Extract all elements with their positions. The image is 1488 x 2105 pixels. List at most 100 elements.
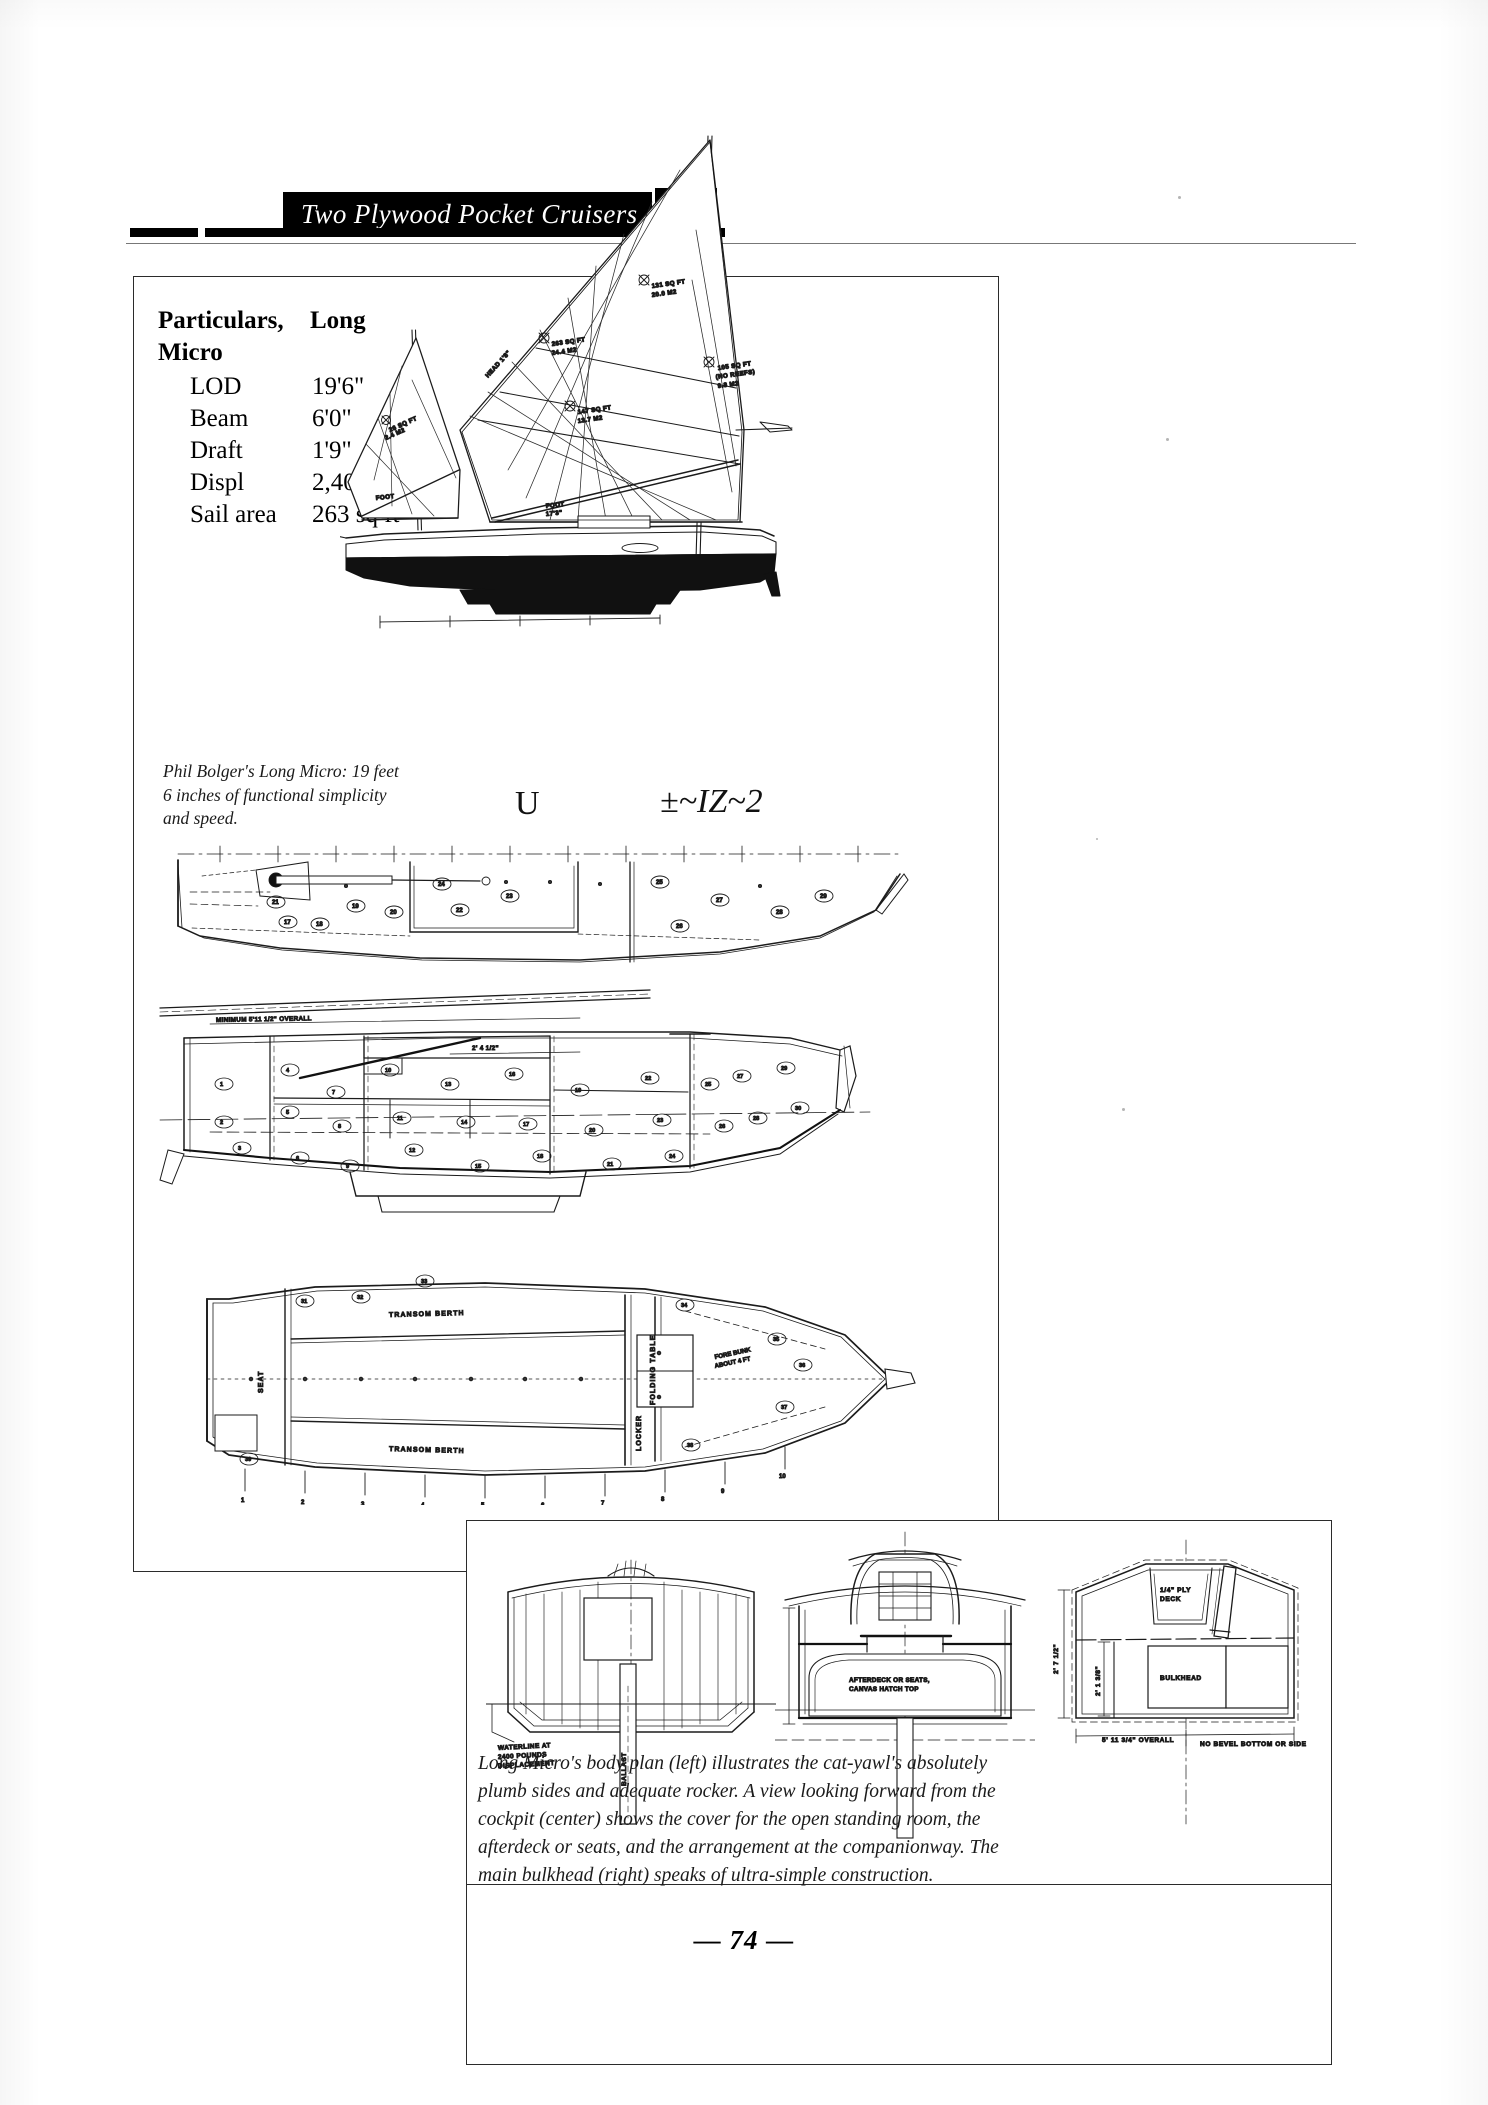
particulars-value: 19'6" — [312, 373, 365, 400]
particulars-key: Sail area — [190, 501, 277, 528]
particulars-key: LOD — [190, 373, 242, 400]
svg-text:1: 1 — [241, 1498, 245, 1504]
scan-artifact-glyph-left: U — [515, 785, 540, 822]
svg-text:18: 18 — [537, 1154, 543, 1160]
scan-speck — [1096, 838, 1098, 840]
scan-artifact-glyph-right: ±~IZ~2 — [660, 783, 763, 820]
svg-text:3: 3 — [361, 1502, 365, 1505]
svg-text:27: 27 — [716, 898, 723, 904]
table-row: LOD 19'6" — [190, 371, 458, 403]
svg-text:SEAT: SEAT — [258, 1370, 265, 1393]
svg-text:17: 17 — [284, 920, 291, 926]
svg-text:24: 24 — [438, 882, 445, 888]
scan-speck — [1178, 196, 1181, 199]
svg-text:TRANSOM BERTH: TRANSOM BERTH — [389, 1446, 465, 1455]
svg-text:35: 35 — [773, 1337, 779, 1343]
svg-text:26: 26 — [676, 924, 683, 930]
svg-text:2' 4 1/2": 2' 4 1/2" — [472, 1045, 499, 1052]
svg-text:20: 20 — [589, 1128, 595, 1134]
svg-text:16: 16 — [509, 1072, 515, 1078]
svg-text:21: 21 — [607, 1162, 613, 1168]
svg-text:14: 14 — [461, 1120, 468, 1126]
svg-text:30: 30 — [795, 1106, 801, 1112]
svg-text:22: 22 — [456, 908, 463, 914]
svg-text:20: 20 — [390, 910, 397, 916]
svg-text:BULKHEAD: BULKHEAD — [1160, 1675, 1202, 1682]
svg-text:25: 25 — [656, 880, 663, 886]
svg-text:28: 28 — [753, 1116, 759, 1122]
svg-text:28: 28 — [776, 910, 783, 916]
svg-text:9: 9 — [721, 1489, 725, 1495]
svg-text:TRANSOM BERTH: TRANSOM BERTH — [389, 1310, 465, 1319]
svg-text:NO BEVEL BOTTOM OR SIDE: NO BEVEL BOTTOM OR SIDE — [1200, 1741, 1307, 1748]
svg-text:12: 12 — [409, 1148, 415, 1154]
svg-text:WATERLINE AT: WATERLINE AT — [498, 1742, 551, 1752]
svg-text:2' 7 1/2": 2' 7 1/2" — [1053, 1644, 1060, 1674]
svg-text:19: 19 — [352, 904, 359, 910]
svg-text:11: 11 — [397, 1116, 403, 1122]
svg-text:22: 22 — [645, 1076, 651, 1082]
svg-text:DISPLACEMENT: DISPLACEMENT — [498, 1760, 555, 1770]
svg-text:2400 POUNDS: 2400 POUNDS — [498, 1751, 548, 1761]
svg-text:29: 29 — [781, 1066, 787, 1072]
particulars-key: Draft — [190, 437, 243, 464]
particulars-key: Beam — [190, 405, 249, 432]
svg-text:29: 29 — [820, 894, 827, 900]
svg-text:4: 4 — [421, 1503, 425, 1505]
particulars-heading: Particulars,Long Micro — [158, 305, 458, 369]
svg-text:13: 13 — [445, 1082, 451, 1088]
header-rule-right-segment — [205, 228, 725, 237]
main-bulkhead-section: BULKHEAD NO BEVEL BOTTOM OR SIDE 1/4" PL… — [1038, 1534, 1318, 1854]
svg-text:20.0 M2: 20.0 M2 — [651, 289, 677, 299]
svg-text:2: 2 — [220, 1120, 223, 1126]
table-row: Draft 1'9" — [190, 435, 458, 467]
svg-text:LOCKER: LOCKER — [636, 1415, 643, 1451]
body-plan-section: WATERLINE AT 2400 POUNDS DISPLACEMENT BA… — [486, 1536, 776, 1856]
svg-text:19: 19 — [575, 1088, 581, 1094]
svg-text:6: 6 — [541, 1503, 545, 1505]
svg-text:38: 38 — [687, 1443, 693, 1449]
svg-text:FOOT: FOOT — [545, 501, 564, 510]
svg-text:10: 10 — [385, 1068, 391, 1074]
sail-plan-caption: Phil Bolger's Long Micro: 19 feet 6 inch… — [163, 761, 399, 829]
svg-text:39: 39 — [245, 1457, 251, 1463]
scan-speck — [1122, 1108, 1125, 1111]
particulars-value: 1'9" — [312, 437, 352, 464]
arrangement-plan-view: 123 456 789 10 TRANSOM BERTH TRANSOM BER… — [185, 1255, 945, 1505]
header-rule-left-segment — [130, 228, 198, 237]
svg-text:FOLDING TABLE: FOLDING TABLE — [650, 1334, 657, 1405]
svg-text:8: 8 — [338, 1124, 341, 1130]
svg-text:6: 6 — [296, 1156, 299, 1162]
scan-speck — [1166, 438, 1169, 441]
particulars-key: Displ — [190, 469, 245, 496]
svg-text:26: 26 — [719, 1124, 725, 1130]
svg-text:34: 34 — [681, 1303, 688, 1309]
svg-text:37: 37 — [781, 1405, 787, 1411]
svg-text:MINIMUM 5'11 1/2" OVERALL: MINIMUM 5'11 1/2" OVERALL — [216, 1015, 312, 1024]
svg-text:CANVAS HATCH TOP: CANVAS HATCH TOP — [849, 1686, 919, 1693]
svg-text:7: 7 — [601, 1501, 605, 1505]
svg-text:1: 1 — [220, 1082, 223, 1088]
svg-text:17: 17 — [523, 1122, 529, 1128]
svg-text:24: 24 — [669, 1154, 676, 1160]
header-hairline-rule — [126, 243, 1356, 244]
inset-caption-border — [466, 1885, 1332, 2065]
forward-view-from-cockpit: AFTERDECK OR SEATS, CANVAS HATCH TOP — [775, 1528, 1035, 1848]
svg-text:4: 4 — [286, 1068, 290, 1074]
svg-text:AFTERDECK OR SEATS,: AFTERDECK OR SEATS, — [849, 1677, 930, 1684]
inset-plate-caption: Long Micro's body plan (left) illustrate… — [478, 1753, 999, 1887]
svg-text:21: 21 — [272, 900, 279, 906]
svg-text:36: 36 — [799, 1363, 805, 1369]
particulars-title-label: Particulars, — [158, 307, 284, 334]
svg-text:13.7 M2: 13.7 M2 — [577, 415, 603, 425]
svg-text:9: 9 — [346, 1164, 349, 1170]
svg-text:3: 3 — [238, 1146, 241, 1152]
particulars-title-value: Long — [310, 307, 366, 334]
svg-text:24.4 M2: 24.4 M2 — [551, 347, 577, 357]
svg-text:BALLAST: BALLAST — [621, 1752, 628, 1786]
construction-profile-section: MINIMUM 5'11 1/2" OVERALL 2' 4 1/2" — [150, 980, 950, 1230]
